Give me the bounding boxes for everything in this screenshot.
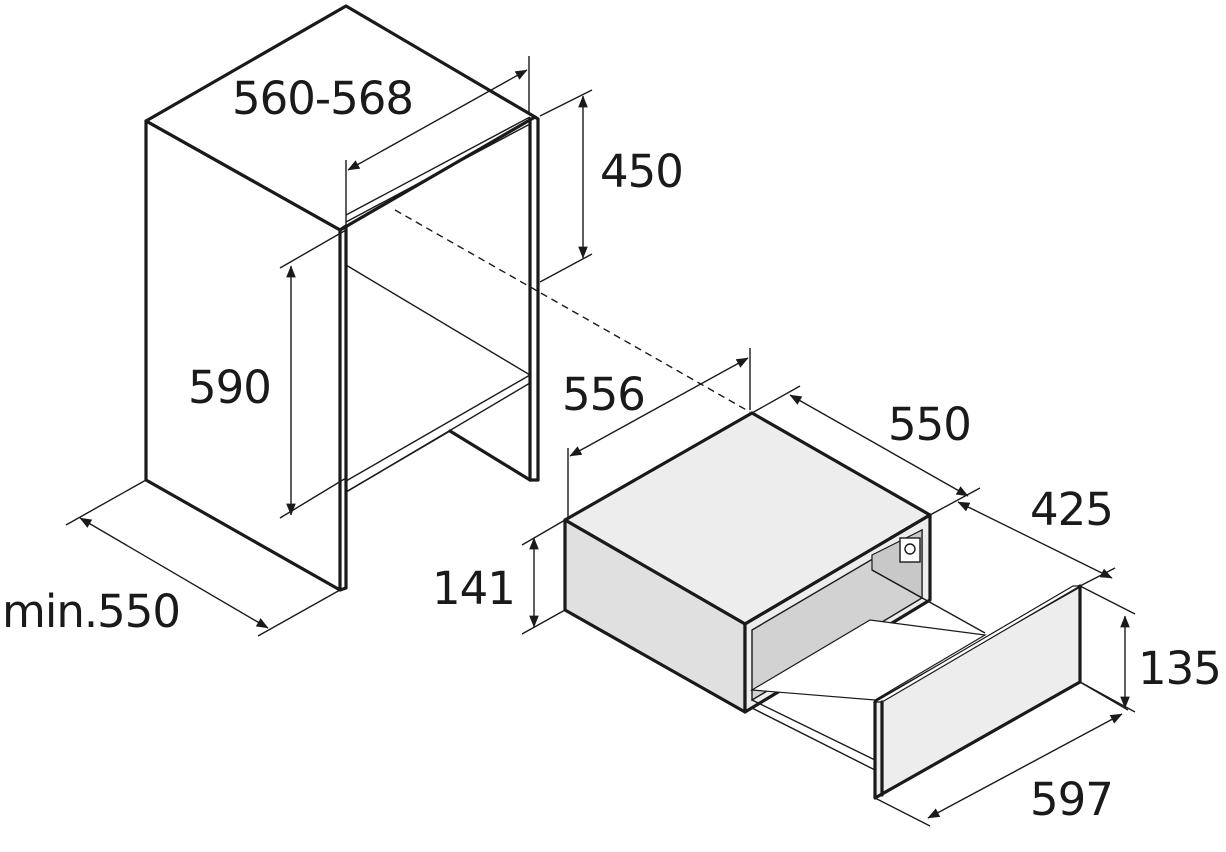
dim-label-drawer-height: 141 bbox=[432, 562, 515, 615]
dim-label-cabinet-depth: min.550 bbox=[2, 585, 180, 638]
drawer-dimensions bbox=[521, 348, 1136, 827]
dim-label-drawer-width: 556 bbox=[562, 368, 645, 421]
dim-label-front-height: 135 bbox=[1138, 642, 1221, 695]
dim-label-front-width: 597 bbox=[1030, 773, 1113, 826]
control-knob-icon bbox=[904, 543, 916, 555]
drawer-floor bbox=[750, 619, 987, 701]
control-knob-panel bbox=[899, 537, 921, 563]
drawer-front-panel bbox=[873, 584, 1082, 800]
dim-label-drawer-extension: 425 bbox=[1030, 483, 1113, 536]
dim-label-cabinet-height: 590 bbox=[188, 361, 271, 414]
dim-label-niche-width: 560-568 bbox=[232, 72, 413, 125]
dim-label-niche-height: 450 bbox=[600, 145, 683, 198]
cabinet-dimensions bbox=[65, 56, 593, 637]
drawer-drawing bbox=[563, 411, 1083, 800]
dim-label-drawer-depth: 550 bbox=[888, 398, 971, 451]
